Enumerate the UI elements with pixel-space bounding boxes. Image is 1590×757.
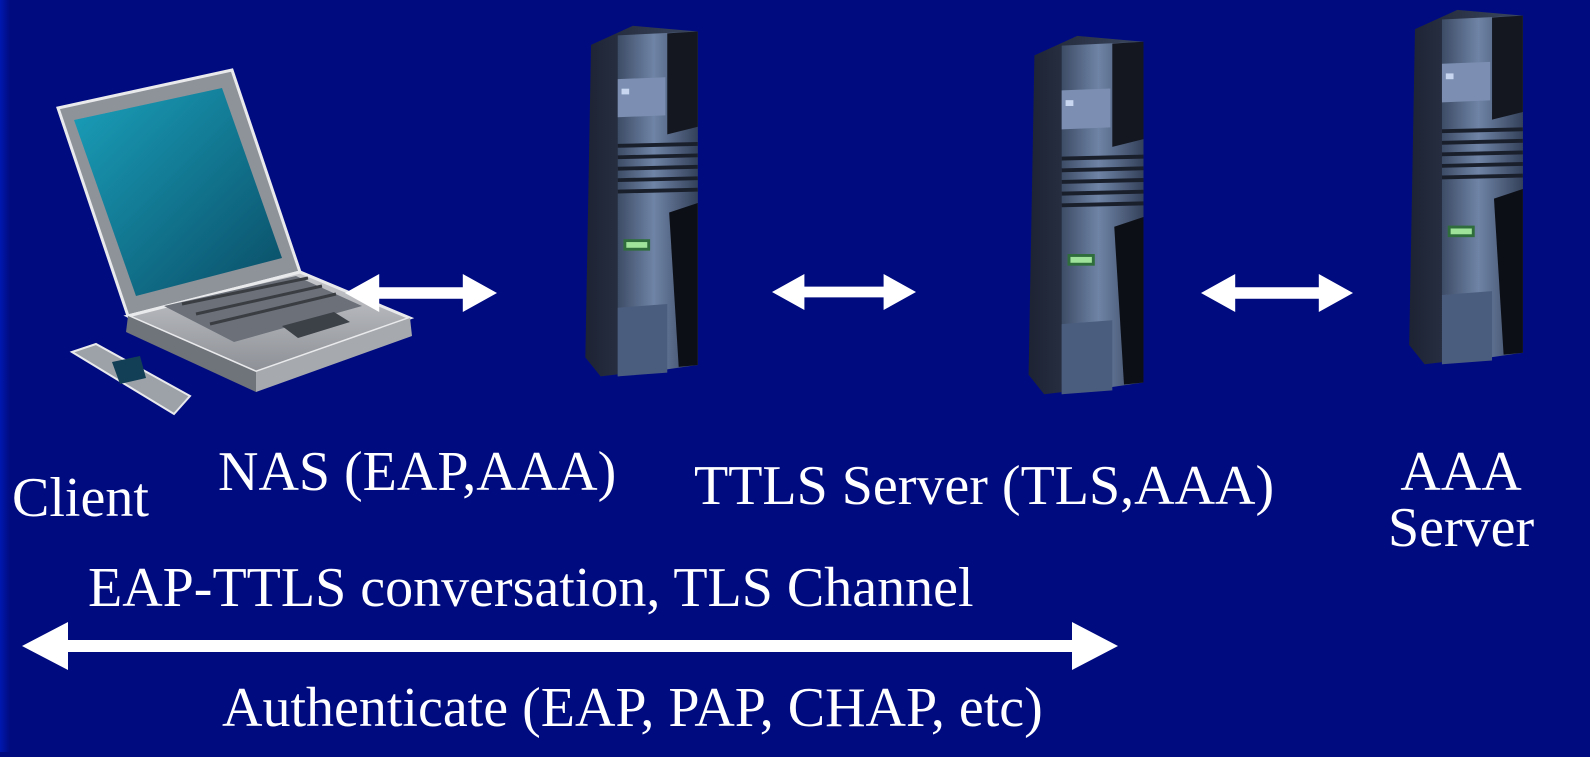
nas-label: NAS (EAP,AAA)	[218, 441, 617, 503]
authenticate-label: Authenticate (EAP, PAP, CHAP, etc)	[222, 677, 1043, 739]
mobile-phone-icon	[69, 342, 192, 416]
nas-ttls-double-arrow	[772, 274, 916, 310]
tls-channel-double-arrow	[22, 622, 1118, 670]
aaa-server-icon	[1409, 10, 1523, 364]
ttls-server-icon	[1029, 36, 1144, 394]
aaa-server-label-line2: Server	[1388, 497, 1535, 559]
client-label: Client	[12, 467, 149, 529]
laptop-icon	[56, 68, 415, 392]
aaa-server-label-line1: AAA	[1400, 441, 1522, 503]
ttls-aaa-double-arrow	[1201, 274, 1353, 312]
tls-channel-label: EAP-TTLS conversation, TLS Channel	[88, 557, 974, 619]
aaa-server-label: AAA Server	[1388, 444, 1534, 556]
nas-server-icon	[585, 26, 697, 377]
ttls-server-label: TTLS Server (TLS,AAA)	[694, 455, 1275, 517]
slide-left-edge	[0, 0, 10, 752]
